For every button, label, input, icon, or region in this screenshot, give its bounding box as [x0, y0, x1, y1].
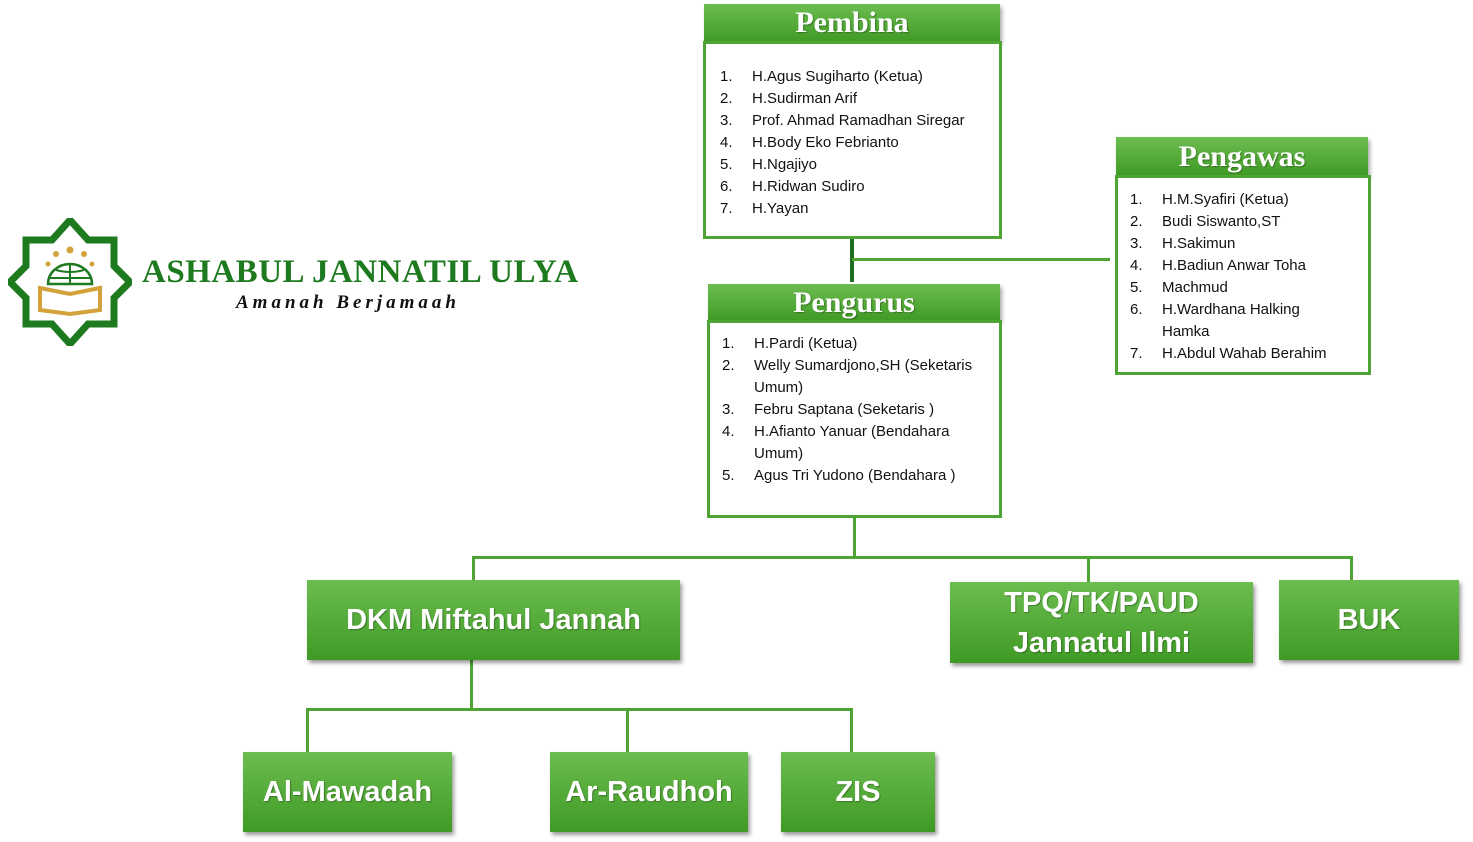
- member-number: 2.: [720, 90, 733, 107]
- member-name: Budi Siswanto,ST: [1162, 213, 1281, 230]
- member-number: 1.: [720, 68, 733, 85]
- member-name: Febru Saptana (Seketaris ): [754, 401, 935, 418]
- unit-buk: BUK: [1279, 580, 1459, 660]
- member-item: 5. Agus Tri Yudono (Bendahara ): [722, 465, 987, 487]
- unit-zis: ZIS: [781, 752, 935, 832]
- member-name: Welly Sumardjono,SH (Seketaris Umum): [754, 357, 973, 396]
- pengawas-list: 1. H.M.Syafiri (Ketua) 2. Budi Siswanto,ST 3…: [1130, 189, 1350, 365]
- member-number: 3.: [720, 112, 733, 129]
- member-number: 7.: [1130, 345, 1143, 362]
- connector-line: [1350, 556, 1353, 582]
- connector-line: [852, 258, 1110, 261]
- member-number: 4.: [1130, 257, 1143, 274]
- member-item: 5. Machmud: [1130, 277, 1350, 299]
- member-name: H.Wardhana Halking Hamka: [1162, 301, 1300, 340]
- connector-line: [306, 708, 309, 754]
- member-item: 6. H.Wardhana Halking Hamka: [1130, 299, 1350, 343]
- pembina-box: 1. H.Agus Sugiharto (Ketua) 2. H.Sudirman A…: [703, 41, 1002, 239]
- member-name: H.Abdul Wahab Berahim: [1162, 345, 1327, 362]
- member-item: 1. H.M.Syafiri (Ketua): [1130, 189, 1350, 211]
- member-name: H.Sakimun: [1162, 235, 1236, 252]
- member-item: 7. H.Abdul Wahab Berahim: [1130, 343, 1350, 365]
- member-name: Machmud: [1162, 279, 1228, 296]
- connector-line: [850, 708, 853, 754]
- member-number: 1.: [1130, 191, 1143, 208]
- connector-line: [472, 556, 475, 582]
- logo: [5, 214, 135, 350]
- member-number: 3.: [722, 401, 735, 418]
- pengawas-box: 1. H.M.Syafiri (Ketua) 2. Budi Siswanto,ST 3…: [1115, 175, 1371, 375]
- member-number: 3.: [1130, 235, 1143, 252]
- connector-line: [472, 556, 1352, 559]
- member-name: H.Agus Sugiharto (Ketua): [752, 68, 923, 85]
- member-number: 2.: [1130, 213, 1143, 230]
- member-item: 6. H.Ridwan Sudiro: [720, 176, 999, 198]
- unit-tpq-tk-paud: TPQ/TK/PAUD Jannatul Ilmi: [950, 582, 1253, 663]
- connector-line: [853, 517, 856, 557]
- pengawas-header: Pengawas: [1116, 137, 1368, 176]
- member-item: 1. H.Pardi (Ketua): [722, 333, 987, 355]
- member-number: 6.: [1130, 301, 1143, 318]
- pembina-header: Pembina: [704, 4, 1000, 42]
- pengurus-list: 1. H.Pardi (Ketua) 2. Welly Sumardjono,SH (…: [722, 333, 987, 487]
- unit-al-mawadah: Al-Mawadah: [243, 752, 452, 832]
- unit-dkm-miftahul-jannah: DKM Miftahul Jannah: [307, 580, 680, 660]
- pembina-list: 1. H.Agus Sugiharto (Ketua) 2. H.Sudirman A…: [720, 66, 999, 220]
- member-number: 2.: [722, 357, 735, 374]
- member-name: H.Badiun Anwar Toha: [1162, 257, 1306, 274]
- member-name: Agus Tri Yudono (Bendahara ): [754, 467, 956, 484]
- member-name: H.Pardi (Ketua): [754, 335, 858, 352]
- member-item: 2. Welly Sumardjono,SH (Seketaris Umum): [722, 355, 987, 399]
- member-item: 4. H.Body Eko Febrianto: [720, 132, 999, 154]
- member-number: 6.: [720, 178, 733, 195]
- logo-emblem-icon: [5, 214, 135, 350]
- member-item: 5. H.Ngajiyo: [720, 154, 999, 176]
- member-number: 5.: [1130, 279, 1143, 296]
- member-number: 5.: [720, 156, 733, 173]
- pengurus-box: 1. H.Pardi (Ketua) 2. Welly Sumardjono,SH (…: [707, 320, 1002, 518]
- member-name: H.Sudirman Arif: [752, 90, 858, 107]
- connector-line: [1087, 556, 1090, 584]
- member-number: 1.: [722, 335, 735, 352]
- member-name: H.M.Syafiri (Ketua): [1162, 191, 1289, 208]
- member-item: 3. H.Sakimun: [1130, 233, 1350, 255]
- connector-line: [470, 660, 473, 710]
- member-item: 1. H.Agus Sugiharto (Ketua): [720, 66, 999, 88]
- member-number: 5.: [722, 467, 735, 484]
- logo-title: ASHABUL JANNATIL ULYA: [142, 254, 579, 290]
- member-item: 2. H.Sudirman Arif: [720, 88, 999, 110]
- member-name: H.Body Eko Febrianto: [752, 134, 899, 151]
- member-item: 3. Febru Saptana (Seketaris ): [722, 399, 987, 421]
- member-number: 4.: [720, 134, 733, 151]
- member-item: 4. H.Afianto Yanuar (Bendahara Umum): [722, 421, 987, 465]
- connector-line: [626, 708, 629, 754]
- member-item: 2. Budi Siswanto,ST: [1130, 211, 1350, 233]
- member-item: 4. H.Badiun Anwar Toha: [1130, 255, 1350, 277]
- unit-ar-raudhoh: Ar-Raudhoh: [550, 752, 748, 832]
- member-name: Prof. Ahmad Ramadhan Siregar: [752, 112, 965, 129]
- member-number: 7.: [720, 200, 733, 217]
- member-name: H.Ridwan Sudiro: [752, 178, 865, 195]
- member-item: 7. H.Yayan: [720, 198, 999, 220]
- member-name: H.Yayan: [752, 200, 809, 217]
- member-item: 3. Prof. Ahmad Ramadhan Siregar: [720, 110, 999, 132]
- logo-subtitle: Amanah Berjamaah: [236, 292, 460, 313]
- member-name: H.Afianto Yanuar (Bendahara Umum): [754, 423, 950, 462]
- member-number: 4.: [722, 423, 735, 440]
- member-name: H.Ngajiyo: [752, 156, 818, 173]
- pengurus-header: Pengurus: [708, 284, 1000, 321]
- connector-line: [306, 708, 853, 711]
